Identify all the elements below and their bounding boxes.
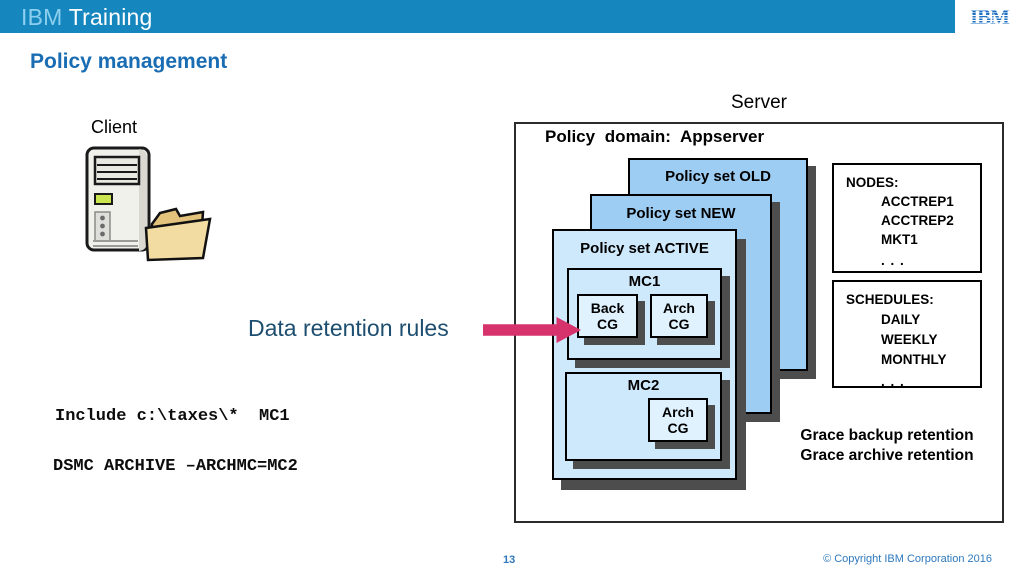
header-bar <box>0 0 955 33</box>
schedules-box: SCHEDULES: DAILY WEEKLY MONTHLY . . . <box>832 280 982 389</box>
mc1-back-cg-box: Back CG <box>577 294 638 338</box>
schedule-item: DAILY <box>881 312 921 327</box>
page-number: 13 <box>503 554 516 566</box>
node-item: MKT1 <box>881 232 918 247</box>
schedules-title: SCHEDULES: <box>846 292 934 307</box>
client-label: Client <box>91 117 138 137</box>
server-label: Server <box>731 92 787 113</box>
ibm-logo-block: IBM ® <box>955 0 1024 33</box>
policy-domain-title: Policy domain: Appserver <box>545 127 765 146</box>
mc2-label: MC2 <box>627 377 660 394</box>
mc2-arch-cg-label: Arch CG <box>662 403 694 436</box>
policy-set-old-label: Policy set OLD <box>665 168 771 185</box>
policy-set-new-label: Policy set NEW <box>626 205 736 222</box>
dsmc-archive-command-text: DSMC ARCHIVE –ARCHMC=MC2 <box>53 457 298 476</box>
page-title: Policy management <box>30 50 228 73</box>
nodes-box: NODES: ACCTREP1 ACCTREP2 MKT1 . . . <box>832 163 982 273</box>
node-item-ellipsis: . . . <box>881 253 905 268</box>
folder-icon <box>144 207 212 262</box>
power-led <box>94 193 113 205</box>
policy-set-active-label: Policy set ACTIVE <box>580 240 709 257</box>
node-item: ACCTREP2 <box>881 213 954 228</box>
copyright-text: © Copyright IBM Corporation 2016 <box>823 553 992 565</box>
schedule-item-ellipsis: . . . <box>881 374 905 389</box>
mc1-label: MC1 <box>628 273 661 290</box>
grace-archive-line: Grace archive retention <box>800 447 974 464</box>
grace-retention-text: Grace backup retention Grace archive ret… <box>778 426 996 466</box>
include-command-text: Include c:\taxes\* MC1 <box>55 407 290 426</box>
mc1-back-cg-label: Back CG <box>590 299 625 332</box>
client-computer-icon <box>85 146 212 262</box>
data-retention-rules-label: Data retention rules <box>248 315 449 341</box>
ibm-logo-icon: IBM <box>969 4 1010 29</box>
nodes-title: NODES: <box>846 175 899 190</box>
mc1-arch-cg-label: Arch CG <box>663 299 695 332</box>
node-item: ACCTREP1 <box>881 194 954 209</box>
mc2-arch-cg-box: Arch CG <box>648 398 708 442</box>
header-brand-training: Training <box>68 4 153 30</box>
header-brand: IBM Training <box>21 4 153 31</box>
mc1-arch-cg-box: Arch CG <box>650 294 708 338</box>
schedule-item: MONTHLY <box>881 352 947 367</box>
grace-backup-line: Grace backup retention <box>800 427 974 444</box>
schedule-item: WEEKLY <box>881 332 938 347</box>
header-brand-ibm: IBM <box>21 4 63 30</box>
